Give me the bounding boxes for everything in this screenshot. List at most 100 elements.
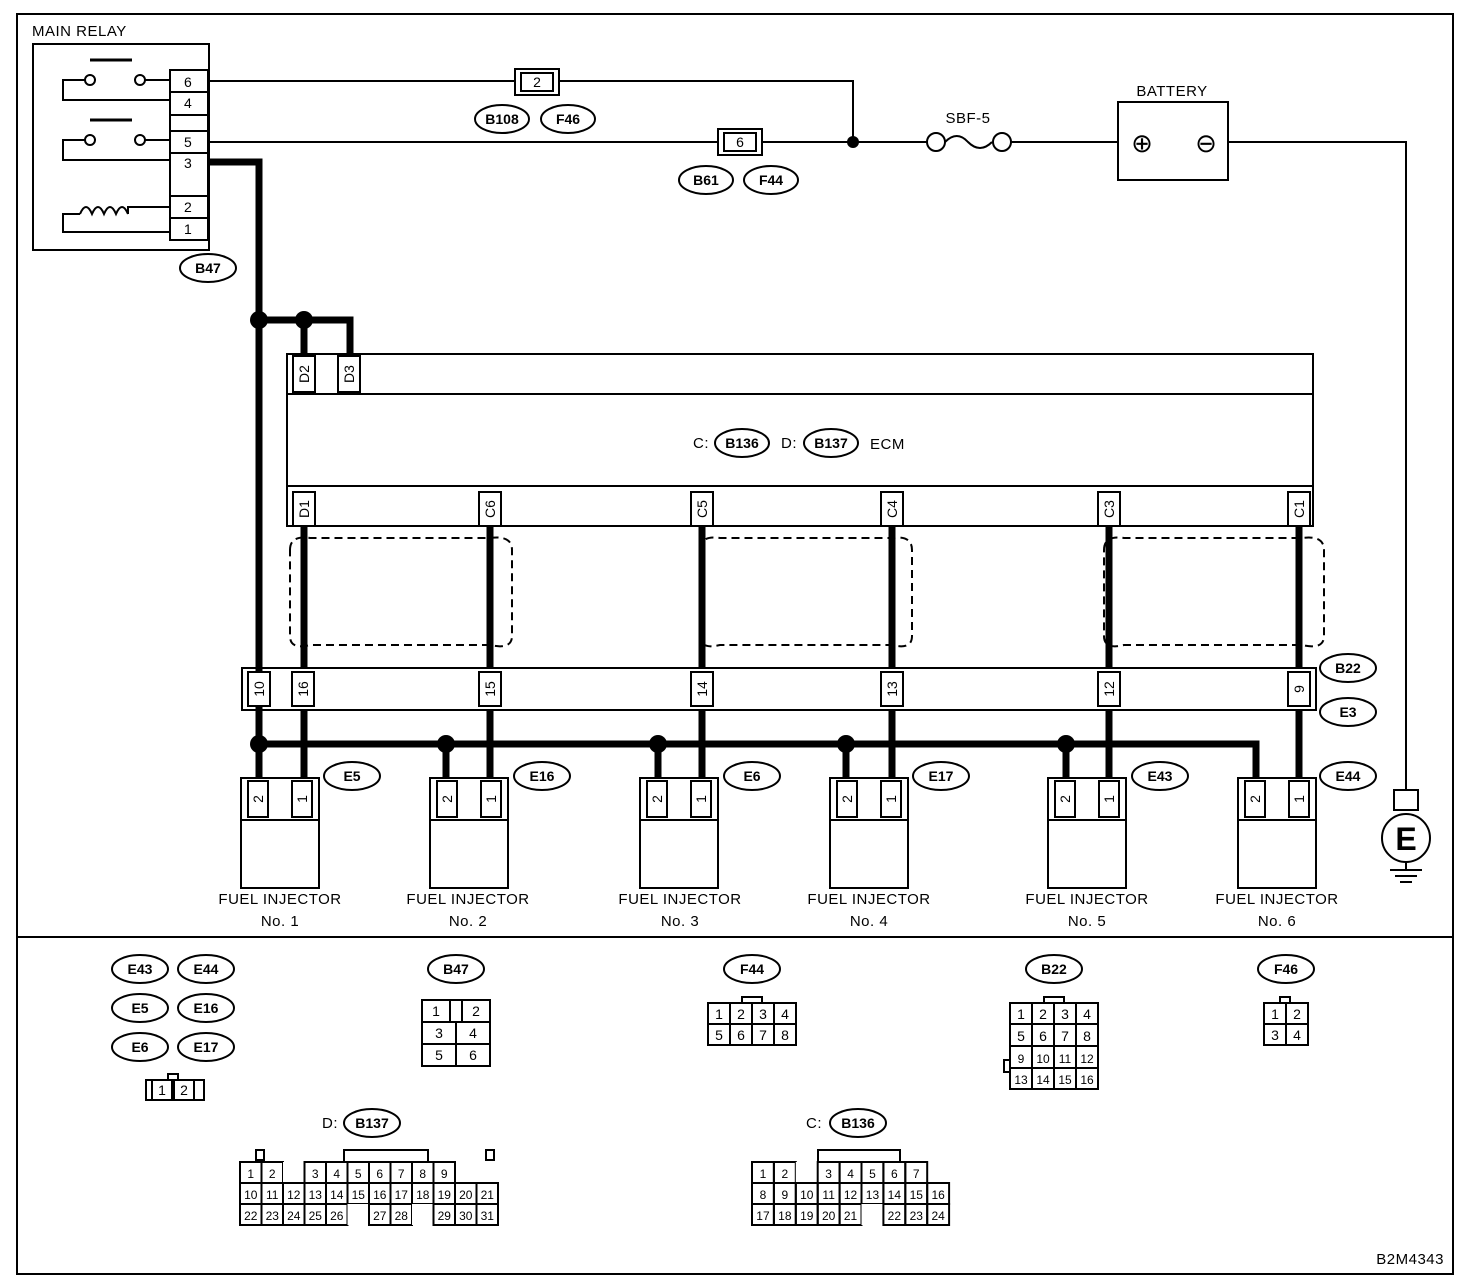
connector-pin-number: 23 <box>266 1209 280 1223</box>
svg-text:B137: B137 <box>355 1115 389 1131</box>
connector-pin-number: 19 <box>800 1209 814 1223</box>
svg-text:E43: E43 <box>1148 768 1173 784</box>
connector-badge-b22 <box>1319 653 1377 683</box>
svg-text:2: 2 <box>1293 1006 1301 1022</box>
svg-text:FUEL INJECTOR: FUEL INJECTOR <box>1215 891 1338 908</box>
svg-text:B22: B22 <box>1041 961 1067 977</box>
svg-text:14: 14 <box>1036 1073 1050 1087</box>
svg-text:C:: C: <box>806 1115 822 1132</box>
connector-pin-number: 9 <box>782 1188 789 1202</box>
svg-text:11: 11 <box>1059 1052 1072 1066</box>
connector-pin-number: 3 <box>312 1167 319 1181</box>
wire-ground <box>1228 141 1407 790</box>
svg-text:13: 13 <box>1014 1073 1028 1087</box>
svg-text:E6: E6 <box>743 768 760 784</box>
connector-badge-e6 <box>723 761 781 791</box>
svg-text:1: 1 <box>1271 1006 1279 1022</box>
battery-minus-icon: ⊖ <box>1195 128 1217 158</box>
connector-pin-number: 30 <box>459 1209 473 1223</box>
svg-text:FUEL INJECTOR: FUEL INJECTOR <box>1025 891 1148 908</box>
svg-text:2: 2 <box>180 1082 188 1098</box>
svg-text:8: 8 <box>1083 1028 1091 1044</box>
fuel-injector-6: 2 1 E44 FUEL INJECTOR No. 6 <box>1215 761 1377 930</box>
svg-text:2: 2 <box>649 795 665 803</box>
svg-text:5: 5 <box>715 1027 723 1043</box>
svg-text:E44: E44 <box>194 961 219 977</box>
svg-text:9: 9 <box>1291 685 1307 693</box>
connector-badge-f44-top <box>743 165 799 195</box>
legend-f44: F44 1 2 3 4 5 6 7 8 <box>707 954 797 1046</box>
connector-pin-number: 15 <box>910 1188 924 1202</box>
svg-text:4: 4 <box>1293 1027 1301 1043</box>
fuel-injector-3: 2 1 E6 FUEL INJECTOR No. 3 <box>618 761 781 930</box>
fuel-injector-4: 2 1 E17 FUEL INJECTOR No. 4 <box>807 761 970 930</box>
svg-text:B47: B47 <box>443 961 469 977</box>
svg-text:15: 15 <box>1058 1073 1072 1087</box>
svg-text:F46: F46 <box>1274 961 1298 977</box>
svg-text:E17: E17 <box>929 768 954 784</box>
svg-text:No. 6: No. 6 <box>1258 913 1296 930</box>
svg-text:1: 1 <box>1017 1006 1025 1022</box>
connector-badge-e43 <box>1131 761 1189 791</box>
connector-pin-number: 12 <box>287 1188 301 1202</box>
svg-text:2: 2 <box>1039 1006 1047 1022</box>
svg-text:15: 15 <box>482 681 498 697</box>
connector-pin-number: 24 <box>287 1209 301 1223</box>
svg-text:F44: F44 <box>740 961 764 977</box>
connector-gap <box>795 1162 818 1183</box>
connector-badge-b136-ecm <box>714 428 770 458</box>
junction-dot <box>847 136 859 148</box>
svg-text:1: 1 <box>432 1003 440 1019</box>
svg-text:F46: F46 <box>556 111 580 127</box>
svg-text:7: 7 <box>759 1027 767 1043</box>
joint-connector: 10 16 15 14 13 12 9 B22 E3 <box>241 653 1377 727</box>
svg-text:C4: C4 <box>884 500 900 518</box>
connector-pin-number: 8 <box>760 1188 767 1202</box>
svg-text:2: 2 <box>184 199 192 215</box>
connector-pin-number: 10 <box>800 1188 814 1202</box>
svg-text:1: 1 <box>693 795 709 803</box>
svg-text:2: 2 <box>839 795 855 803</box>
main-relay: MAIN RELAY 6 4 5 3 2 1 B47 <box>32 23 237 283</box>
svg-text:1: 1 <box>1291 795 1307 803</box>
connector-pin-number: 22 <box>244 1209 258 1223</box>
svg-text:B61: B61 <box>693 172 719 188</box>
svg-text:6: 6 <box>469 1047 477 1063</box>
svg-text:1: 1 <box>715 1006 723 1022</box>
svg-text:4: 4 <box>781 1006 789 1022</box>
connector-pin-number: 15 <box>352 1188 366 1202</box>
svg-text:10: 10 <box>251 681 267 697</box>
connector-badge-e16 <box>513 761 571 791</box>
connector-pin-number: 2 <box>782 1167 789 1181</box>
connector-pin-number: 16 <box>373 1188 387 1202</box>
svg-text:9: 9 <box>1018 1052 1025 1066</box>
svg-text:No. 2: No. 2 <box>449 913 487 930</box>
svg-text:B22: B22 <box>1335 660 1361 676</box>
connector-pin-number: 16 <box>931 1188 945 1202</box>
figure-id: B2M4343 <box>1376 1251 1444 1268</box>
connector-pin-cell <box>475 1203 499 1226</box>
connector-pin-number: 6 <box>891 1167 898 1181</box>
svg-text:FUEL INJECTOR: FUEL INJECTOR <box>406 891 529 908</box>
svg-text:B137: B137 <box>814 435 848 451</box>
svg-text:14: 14 <box>694 681 710 697</box>
svg-text:E3: E3 <box>1339 704 1356 720</box>
svg-text:7: 7 <box>1061 1028 1069 1044</box>
svg-text:1: 1 <box>1101 795 1117 803</box>
connector-pin-number: 11 <box>266 1188 279 1202</box>
svg-text:6: 6 <box>736 134 744 150</box>
connector-pin-number: 5 <box>355 1167 362 1181</box>
legend-b47: B47 1 2 3 4 5 6 <box>421 954 491 1067</box>
connector-gap <box>347 1204 369 1225</box>
svg-text:F44: F44 <box>759 172 783 188</box>
svg-text:E6: E6 <box>131 1039 148 1055</box>
battery-label: BATTERY <box>1136 83 1207 100</box>
connector-badge-e17 <box>912 761 970 791</box>
connector-pin-number: 14 <box>330 1188 344 1202</box>
connector-pin-number: 20 <box>459 1188 473 1202</box>
connector-badge-e3 <box>1319 697 1377 727</box>
svg-text:12: 12 <box>1101 681 1117 697</box>
